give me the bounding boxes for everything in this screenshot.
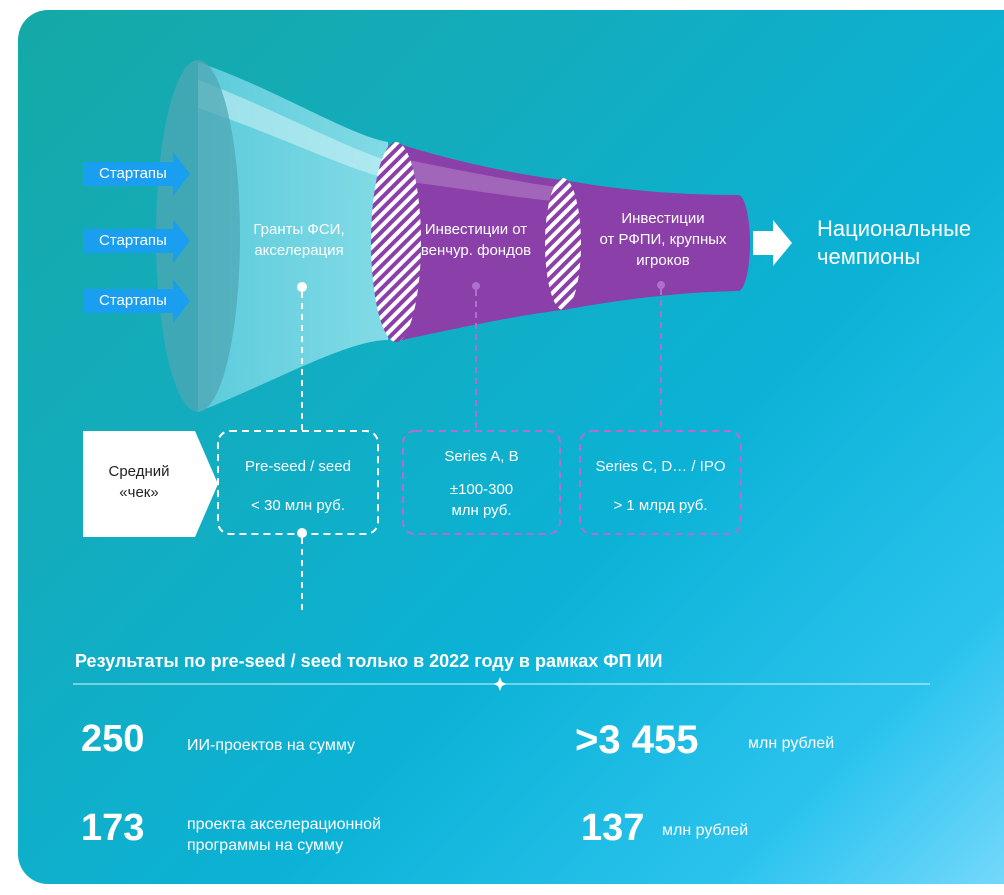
connector-dot-2 — [472, 282, 480, 290]
check-box-3-line2: > 1 млрд руб. — [613, 497, 708, 514]
average-check-line1: Средний — [108, 463, 170, 480]
startup-arrow-label-2: Стартапы — [99, 232, 167, 249]
check-box-2-line3: млн руб. — [451, 502, 512, 519]
result-count-desc-1: ИИ-проектов на сумму — [187, 737, 356, 754]
result-count-1: 250 — [81, 718, 145, 760]
result-amount-unit-2: млн рублей — [662, 822, 749, 839]
stage-2-label-line2: венчур. фондов — [420, 242, 532, 259]
check-box-3-text: Series C, D… / IPO > 1 млрд руб. — [580, 456, 741, 516]
startup-arrow-label-1: Стартапы — [99, 165, 167, 182]
stage-1-label: Гранты ФСИ, акселерация — [240, 219, 358, 261]
result-count-desc-2: проекта акселерационной программы на сум… — [187, 814, 381, 856]
check-box-1-text: Pre-seed / seed < 30 млн руб. — [218, 456, 378, 516]
check-box-3-line1: Series C, D… / IPO — [595, 458, 726, 475]
result-amount-unit-1: млн рублей — [748, 735, 835, 752]
startup-arrow-2 — [83, 219, 190, 263]
stage-1-label-line1: Гранты ФСИ, — [253, 221, 345, 238]
check-box-1 — [217, 430, 379, 535]
check-box-3 — [579, 430, 742, 535]
funnel-diagram — [73, 60, 930, 691]
sparkle-icon — [493, 677, 507, 691]
startup-arrow-1 — [83, 152, 190, 196]
stage-2-label: Инвестиции от венчур. фондов — [410, 219, 542, 261]
funnel-highlight — [198, 80, 393, 180]
startup-arrow-label-3: Стартапы — [99, 292, 167, 309]
results-title: Результаты по pre-seed / seed только в 2… — [75, 651, 663, 671]
connector-dot-1 — [297, 282, 307, 292]
stage-3-label-line3: игроков — [636, 252, 690, 269]
startup-arrow-3 — [83, 279, 190, 323]
average-check-tag — [83, 431, 218, 537]
check-box-1-line2: < 30 млн руб. — [251, 497, 345, 514]
funnel-stage-1 — [198, 62, 388, 412]
funnel-end-cap — [726, 195, 750, 291]
background-card: Стартапы Стартапы Стартапы Гранты ФСИ, а… — [18, 10, 1004, 884]
funnel-mouth — [156, 60, 240, 412]
result-count-desc-2-line2: программы на сумму — [187, 837, 344, 854]
check-box-2-text: Series A, B ±100-300 млн руб. — [403, 446, 560, 521]
check-box-1-line1: Pre-seed / seed — [245, 458, 351, 475]
result-amount-2: 137 — [581, 807, 645, 849]
output-arrow-icon — [753, 220, 792, 266]
connector-dot-3 — [657, 281, 665, 289]
check-box-2-line1: Series A, B — [444, 448, 519, 465]
stage-divider-2 — [545, 178, 581, 310]
output-label-line1: Национальные — [817, 216, 972, 241]
result-count-desc-2-line1: проекта акселерационной — [187, 816, 382, 833]
check-box-2-line2: ±100-300 — [449, 481, 514, 498]
average-check-line2: «чек» — [119, 484, 159, 501]
stage-1-label-line2: акселерация — [254, 242, 344, 259]
stage-2-label-line1: Инвестиции от — [424, 221, 528, 238]
stage-3-label-line1: Инвестиции — [621, 210, 705, 227]
output-label-line2: чемпионы — [817, 244, 921, 269]
output-label: Национальные чемпионы — [817, 215, 971, 271]
stage-3-label-line2: от РФПИ, крупных — [599, 231, 727, 248]
result-count-2: 173 — [81, 807, 145, 849]
result-amount-1: >3 455 — [575, 718, 699, 762]
average-check-label: Средний «чек» — [83, 461, 195, 503]
funnel-highlight-purple — [408, 160, 563, 202]
stage-3-label: Инвестиции от РФПИ, крупных игроков — [588, 208, 738, 271]
check-box-2 — [402, 430, 561, 535]
stage-divider-1 — [371, 142, 421, 342]
